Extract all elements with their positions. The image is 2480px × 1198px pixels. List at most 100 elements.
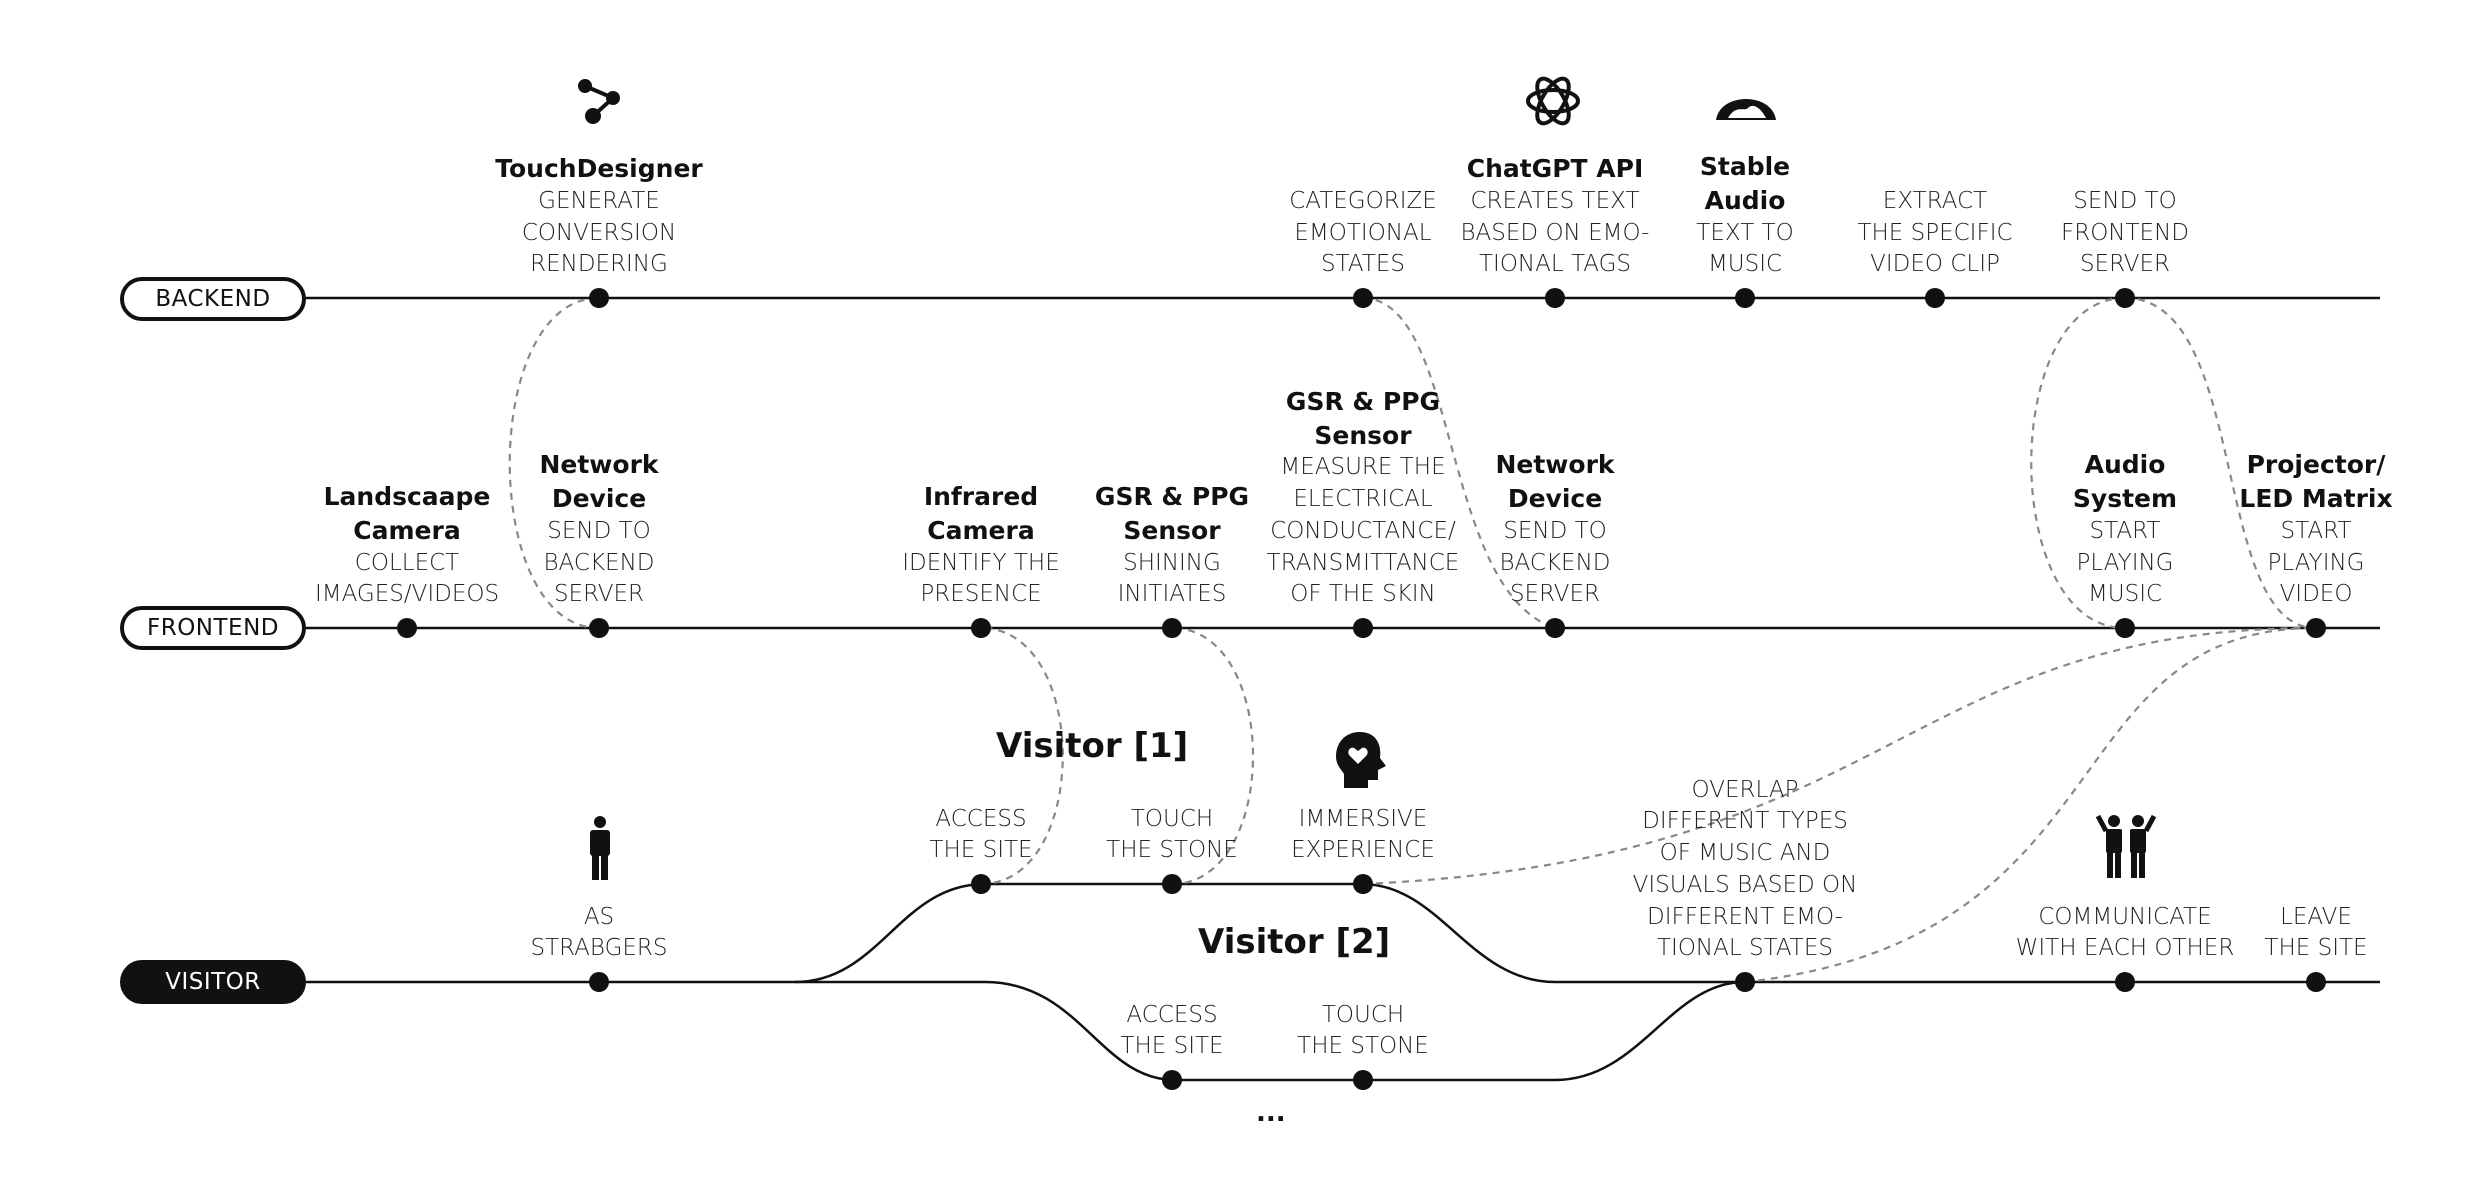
backend-node-extract: EXTRACT THE SPECIFIC VIDEO CLIP <box>1815 186 2055 281</box>
node-desc: AS STRABGERS <box>530 903 668 962</box>
node-title: Stable Audio <box>1699 152 1791 215</box>
backend-node-send-frontend: SEND TO FRONTEND SERVER <box>2005 186 2245 281</box>
two-people-icon <box>2096 814 2156 878</box>
node-desc: TEXT TO MUSIC <box>1696 219 1794 278</box>
frontend-node-dot <box>1162 618 1182 638</box>
visitor-node-communicate: COMMUNICATE WITH EACH OTHER <box>2005 902 2245 965</box>
visitor-node-leave: LEAVE THE SITE <box>2196 902 2436 965</box>
frontend-node-gsr-measure: GSR & PPG Sensor MEASURE THE ELECTRICAL … <box>1243 385 1483 611</box>
visitor-node-dot <box>1735 972 1755 992</box>
frontend-node-dot <box>2306 618 2326 638</box>
backend-node-touchdesigner: TouchDesigner GENERATE CONVERSION RENDER… <box>479 152 719 281</box>
node-desc: TOUCH THE STONE <box>1297 1001 1429 1060</box>
visitor1-node-touch: TOUCH THE STONE <box>1052 804 1292 867</box>
frontend-node-projector: Projector/ LED Matrix START PLAYING VIDE… <box>2196 448 2436 611</box>
backend-node-stable-audio: Stable Audio TEXT TO MUSIC <box>1625 150 1865 281</box>
frontend-node-landscape-camera: Landscaape Camera COLLECT IMAGES/VIDEOS <box>287 480 527 611</box>
node-desc: SHINING INITIATES <box>1117 549 1227 608</box>
backend-node-dot <box>1353 288 1373 308</box>
frontend-node-infrared-camera: Infrared Camera IDENTIFY THE PRESENCE <box>861 480 1101 611</box>
frontend-node-audio-system: Audio System START PLAYING MUSIC <box>2005 448 2245 611</box>
connector-immersive-to-projector <box>1362 626 2317 886</box>
frontend-node-dot <box>397 618 417 638</box>
node-desc: SEND TO FRONTEND SERVER <box>2060 187 2190 278</box>
node-desc: ACCESS THE SITE <box>929 805 1033 864</box>
visitor2-node-dot <box>1353 1070 1373 1090</box>
openai-icon <box>1526 76 1580 126</box>
backend-node-categorize: CATEGORIZE EMOTIONAL STATES <box>1243 186 1483 281</box>
node-desc: ACCESS THE SITE <box>1120 1001 1224 1060</box>
connector-categorize-to-network <box>1362 296 1556 630</box>
head-heart-icon <box>1336 732 1386 788</box>
visitor1-node-immersive: IMMERSIVE EXPERIENCE <box>1243 804 1483 867</box>
node-title: Audio System <box>2072 450 2178 514</box>
visitor1-node-dot <box>971 874 991 894</box>
visitor1-title: Visitor [1] <box>996 726 1189 766</box>
visitor-node-dot <box>2306 972 2326 992</box>
frontend-node-dot <box>1353 618 1373 638</box>
more-visitors-ellipsis: ... <box>1256 1098 1286 1128</box>
standing-person-icon <box>590 816 610 880</box>
node-title: Network Device <box>1495 450 1615 514</box>
backend-node-dot <box>1545 288 1565 308</box>
backend-node-dot <box>2115 288 2135 308</box>
node-desc: GENERATE CONVERSION RENDERING <box>521 187 677 278</box>
frontend-node-dot <box>589 618 609 638</box>
node-desc: START PLAYING VIDEO <box>2267 517 2365 608</box>
node-desc: TOUCH THE STONE <box>1106 805 1238 864</box>
node-desc: COMMUNICATE WITH EACH OTHER <box>2015 903 2235 962</box>
node-desc: IDENTIFY THE PRESENCE <box>902 549 1060 608</box>
frontend-node-network-device-2: Network Device SEND TO BACKEND SERVER <box>1435 448 1675 611</box>
node-desc: SEND TO BACKEND SERVER <box>1499 517 1611 608</box>
visitor-node-strangers: AS STRABGERS <box>479 902 719 965</box>
backend-node-dot <box>589 288 609 308</box>
node-desc: OVERLAP DIFFERENT TYPES OF MUSIC AND VIS… <box>1632 776 1858 962</box>
visitor1-node-dot <box>1162 874 1182 894</box>
connector-send-to-audio <box>2030 296 2126 630</box>
backend-node-dot <box>1925 288 1945 308</box>
connector-touch-to-gsr <box>1171 626 1255 886</box>
backend-node-chatgpt: ChatGPT API CREATES TEXT BASED ON EMO- T… <box>1435 152 1675 281</box>
node-desc: COLLECT IMAGES/VIDEOS <box>314 549 500 608</box>
node-desc: SEND TO BACKEND SERVER <box>543 517 655 608</box>
node-desc: CATEGORIZE EMOTIONAL STATES <box>1289 187 1437 278</box>
node-desc: LEAVE THE SITE <box>2264 903 2368 962</box>
frontend-node-dot <box>2115 618 2135 638</box>
backend-lane-label: BACKEND <box>120 277 306 321</box>
node-title: Landscaape Camera <box>323 482 491 545</box>
visitor1-node-dot <box>1353 874 1373 894</box>
node-title: Projector/ LED Matrix <box>2239 450 2393 514</box>
backend-node-dot <box>1735 288 1755 308</box>
node-title: ChatGPT API <box>1466 154 1644 184</box>
frontend-node-dot <box>971 618 991 638</box>
connector-access-to-infrared <box>980 626 1064 886</box>
node-title: Infrared Camera <box>923 482 1039 545</box>
visitor2-node-dot <box>1162 1070 1182 1090</box>
frontend-lane-label: FRONTEND <box>120 606 306 650</box>
node-title: Network Device <box>539 450 659 514</box>
frontend-node-network-device: Network Device SEND TO BACKEND SERVER <box>479 448 719 611</box>
connector-overlap-to-projector <box>1744 626 2317 984</box>
node-desc: MEASURE THE ELECTRICAL CONDUCTANCE/ TRAN… <box>1266 454 1460 608</box>
connector-send-to-projector <box>2124 296 2317 630</box>
visitor-node-overlap: OVERLAP DIFFERENT TYPES OF MUSIC AND VIS… <box>1605 775 1885 965</box>
visitor-node-dot <box>2115 972 2135 992</box>
visitor2-node-access: ACCESS THE SITE <box>1052 1000 1292 1063</box>
node-desc: EXTRACT THE SPECIFIC VIDEO CLIP <box>1857 187 2013 278</box>
frontend-node-gsr-shining: GSR & PPG Sensor SHINING INITIATES <box>1052 480 1292 611</box>
node-desc: IMMERSIVE EXPERIENCE <box>1291 805 1435 864</box>
stable-audio-icon <box>1716 99 1776 120</box>
node-desc: CREATES TEXT BASED ON EMO- TIONAL TAGS <box>1460 187 1650 278</box>
visitor-node-dot <box>589 972 609 992</box>
visitor2-node-touch: TOUCH THE STONE <box>1243 1000 1483 1063</box>
node-title: GSR & PPG Sensor <box>1285 386 1441 450</box>
node-title: GSR & PPG Sensor <box>1094 482 1250 545</box>
visitor1-node-access: ACCESS THE SITE <box>861 804 1101 867</box>
node-title: TouchDesigner <box>495 154 703 184</box>
node-desc: START PLAYING MUSIC <box>2076 517 2174 608</box>
visitor2-title: Visitor [2] <box>1198 922 1391 962</box>
frontend-node-dot <box>1545 618 1565 638</box>
visitor-lane-label: VISITOR <box>120 960 306 1004</box>
